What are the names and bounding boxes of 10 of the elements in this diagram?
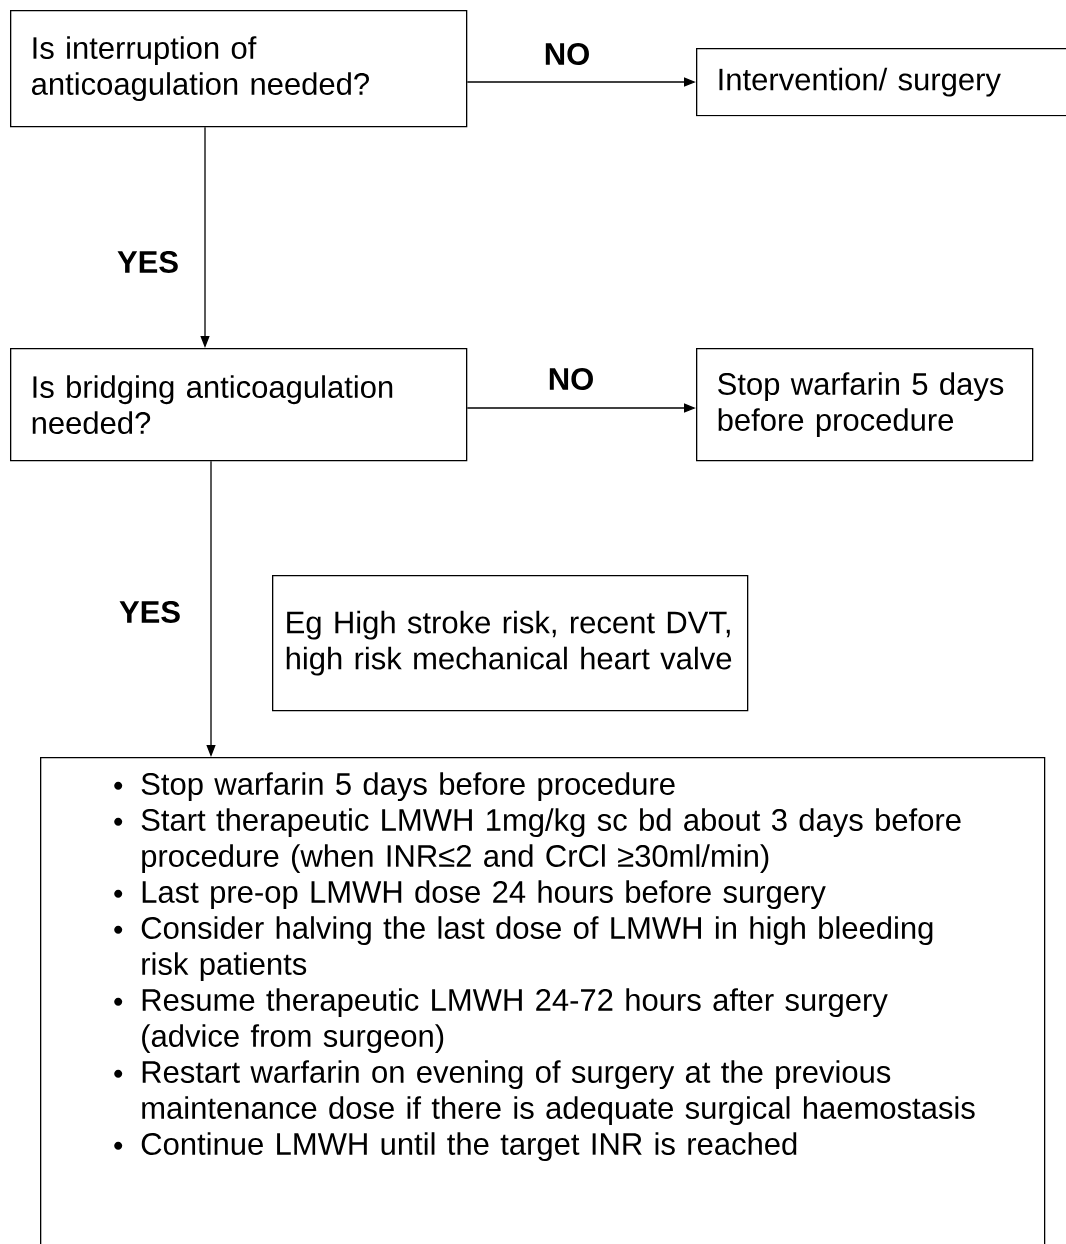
edge-label: YES <box>119 601 180 623</box>
decision-box: Is bridging anticoagulation needed? <box>10 348 468 462</box>
edge-label: YES <box>117 251 178 273</box>
edge-label: NO <box>545 43 589 65</box>
decision-box: Is interruption of anticoagulation needed? <box>10 10 468 128</box>
edge-label: NO <box>549 368 593 390</box>
process-box: Stop warfarin 5 days before procedure <box>696 348 1034 462</box>
note-box: Eg High stroke risk, recent DVT, high risk mechanical heart valve <box>272 575 749 712</box>
process-box: Intervention/ surgery <box>696 48 1066 117</box>
bullet-list-box: Stop warfarin 5 days before procedure Start therapeutic LMWH 1mg/kg sc bd about 3 days before procedure (when INR≤2 and CrCl ≥30ml/min) Last pre-op LMWH dose 24 hours before surgery Consider halving the last dose of LMWH in high bleeding risk patients Resume therapeutic LMWH 24-72 hours after surgery (advice from surgeon) Restart warfarin on evening of surgery at the previous maintenance dose if there is adequate surgical haemostasis Continue LMWH until the target INR is reached <box>40 757 1046 1244</box>
